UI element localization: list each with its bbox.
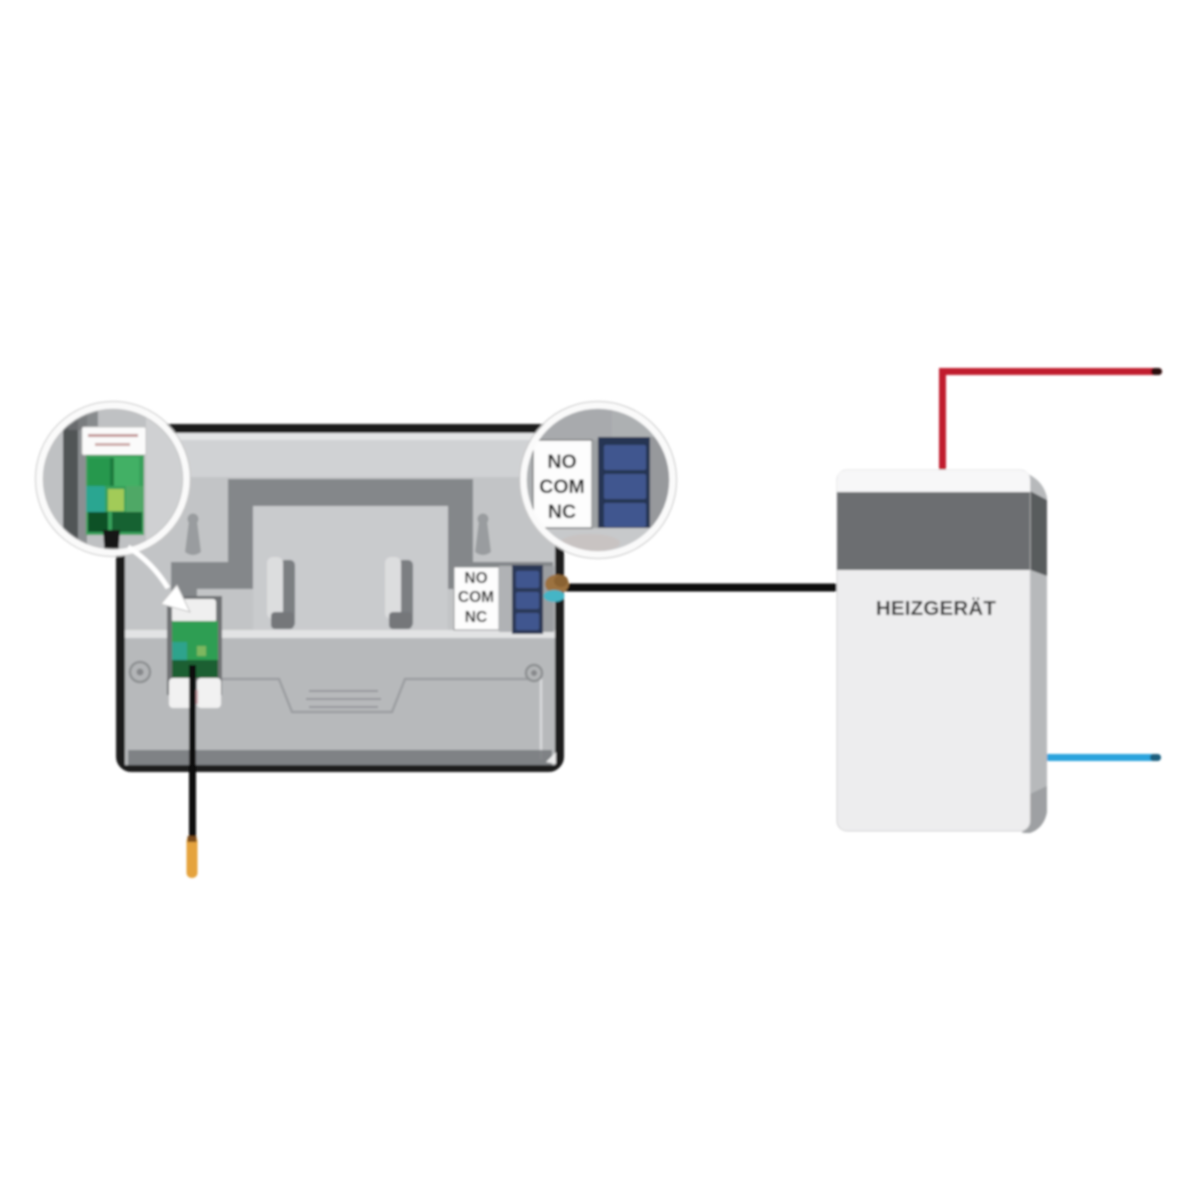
svg-text:COM: COM [458,589,494,606]
svg-text:NC: NC [548,501,576,523]
svg-text:NO: NO [464,570,487,587]
svg-text:NC: NC [465,609,487,626]
svg-text:HEIZGERÄT: HEIZGERÄT [876,597,997,620]
svg-text:COM: COM [539,476,585,498]
svg-text:NO: NO [547,451,576,473]
